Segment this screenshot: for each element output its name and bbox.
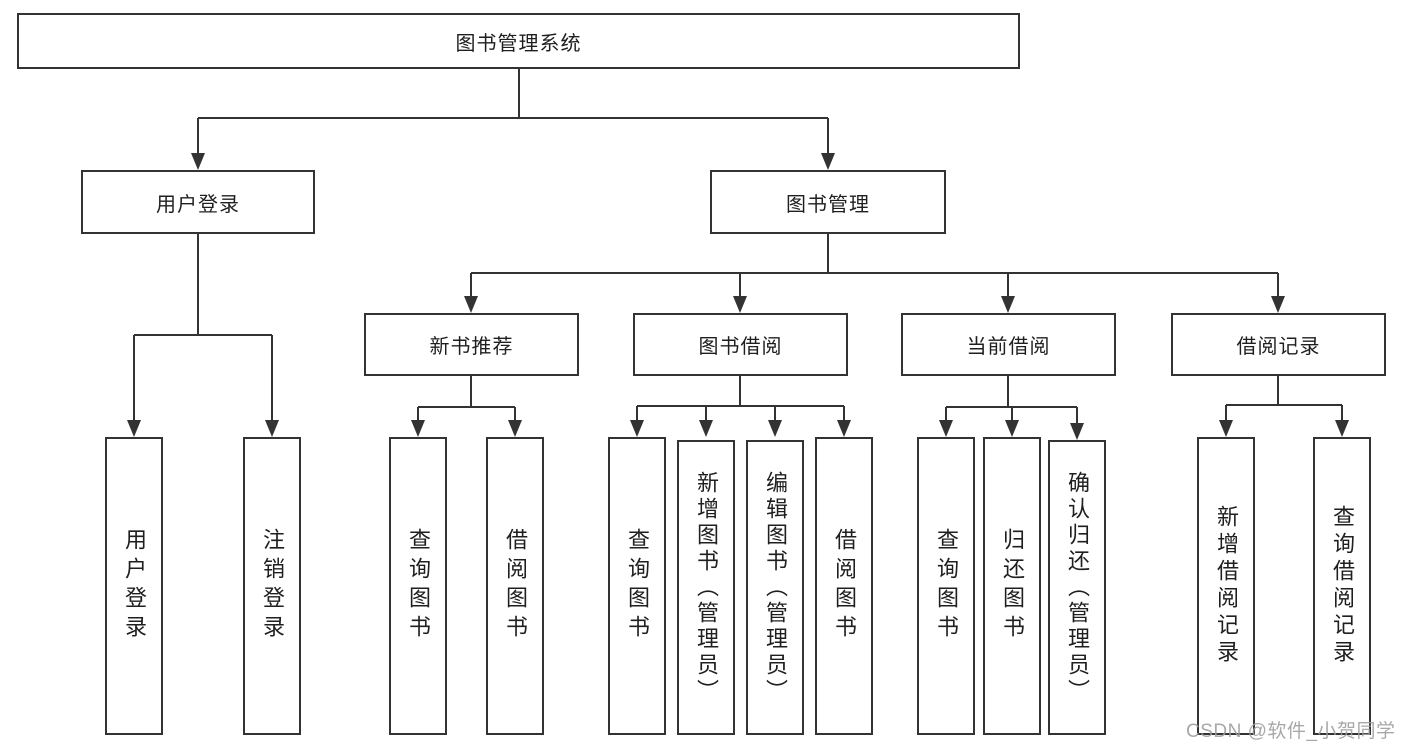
- leaf-query-book-2: 查询图书: [608, 437, 666, 735]
- node-book-borrowing-label: 图书借阅: [698, 336, 783, 358]
- node-new-book-recommendation: 新书推荐: [364, 313, 579, 376]
- leaf-query-borrow-record: 查询借阅记录: [1313, 437, 1371, 735]
- node-user-login-label: 用户登录: [156, 193, 240, 216]
- leaf-logout: 注销登录: [243, 437, 301, 735]
- node-current-borrowing: 当前借阅: [901, 313, 1116, 376]
- csdn-watermark: CSDN @软件_小贺同学: [1186, 721, 1396, 742]
- leaf-return-book-label: 归还图书: [1000, 528, 1025, 644]
- leaf-borrow-book-1: 借阅图书: [486, 437, 544, 735]
- leaf-query-book-3-label: 查询图书: [934, 528, 959, 644]
- node-new-book-recommendation-label: 新书推荐: [429, 336, 514, 358]
- node-book-management: 图书管理: [710, 170, 946, 234]
- leaf-edit-book-admin: 编辑图书（管理员）: [746, 440, 804, 735]
- leaf-confirm-return-admin: 确认归还（管理员）: [1048, 440, 1106, 735]
- leaf-user-login: 用户登录: [105, 437, 163, 735]
- leaf-logout-label: 注销登录: [260, 528, 285, 644]
- leaf-edit-book-admin-label: 编辑图书（管理员）: [763, 470, 788, 705]
- leaf-user-login-label: 用户登录: [122, 528, 147, 644]
- leaf-add-book-admin-label: 新增图书（管理员）: [694, 470, 719, 705]
- leaf-query-book-1-label: 查询图书: [406, 528, 431, 644]
- leaf-query-borrow-record-label: 查询借阅记录: [1330, 505, 1355, 667]
- leaf-query-book-1: 查询图书: [389, 437, 447, 735]
- leaf-borrow-book-1-label: 借阅图书: [503, 528, 528, 644]
- leaf-borrow-book-2-label: 借阅图书: [832, 528, 857, 644]
- leaf-add-borrow-record-label: 新增借阅记录: [1214, 505, 1239, 667]
- node-root-label: 图书管理系统: [455, 32, 582, 55]
- node-root-system: 图书管理系统: [17, 13, 1020, 69]
- leaf-add-borrow-record: 新增借阅记录: [1197, 437, 1255, 735]
- node-user-login: 用户登录: [81, 170, 315, 234]
- leaf-borrow-book-2: 借阅图书: [815, 437, 873, 735]
- node-current-borrowing-label: 当前借阅: [966, 336, 1051, 358]
- leaf-add-book-admin: 新增图书（管理员）: [677, 440, 735, 735]
- node-borrowing-records: 借阅记录: [1171, 313, 1386, 376]
- leaf-return-book: 归还图书: [983, 437, 1041, 735]
- node-book-borrowing: 图书借阅: [633, 313, 848, 376]
- leaf-query-book-3: 查询图书: [917, 437, 975, 735]
- leaf-confirm-return-admin-label: 确认归还（管理员）: [1065, 470, 1090, 705]
- node-book-management-label: 图书管理: [786, 193, 870, 216]
- node-borrowing-records-label: 借阅记录: [1236, 336, 1321, 358]
- leaf-query-book-2-label: 查询图书: [625, 528, 650, 644]
